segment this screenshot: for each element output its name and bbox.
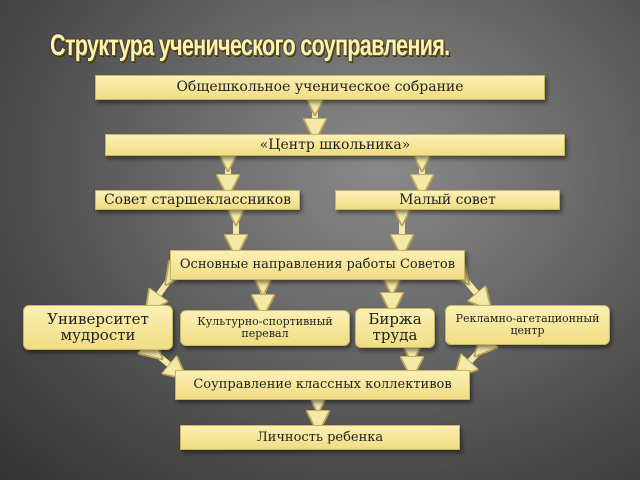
node-culture-sport: Культурно-спортивный перевал [180,310,350,346]
arrow-directions-ad [462,276,484,302]
arrow-univ-classgov [154,352,178,372]
node-small-council: Малый совет [335,190,560,210]
node-main-directions: Основные направления работы Советов [170,250,465,280]
node-university: Университет мудрости [23,305,173,350]
node-labor-exchange: Биржа труда [355,308,435,348]
node-ad-agitation: Рекламно-агетационный центр [445,305,610,345]
node-class-selfgov: Соуправление классных коллективов [175,370,470,400]
node-general-meeting: Общешкольное ученическое собрание [95,75,545,100]
node-student-center: «Центр школьника» [105,134,565,156]
arrow-ad-classgov [462,348,482,370]
arrow-directions-univ [152,276,172,304]
node-child-personality: Личность ребенка [180,425,460,450]
node-senior-council: Совет старшеклассников [95,190,300,210]
